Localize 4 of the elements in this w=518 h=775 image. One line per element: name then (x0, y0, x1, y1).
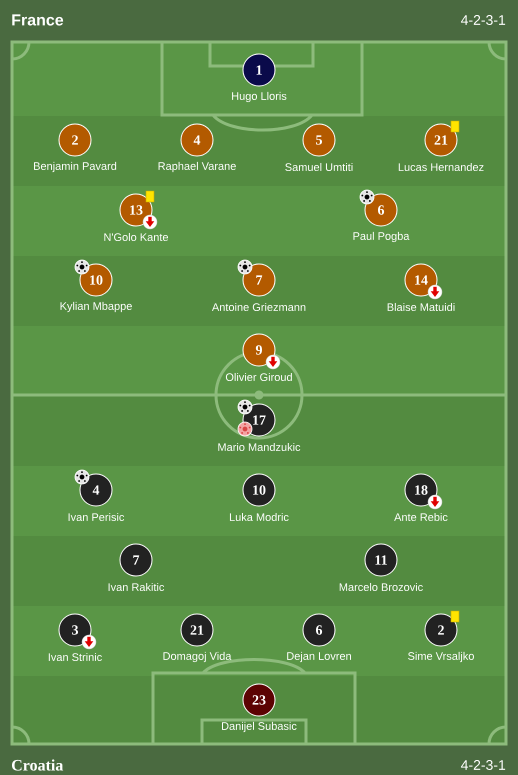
team-name: Croatia (12, 759, 64, 771)
team-name: France (12, 14, 64, 26)
formation-text: 4-2-3-1 (460, 760, 506, 770)
formation-text: 4-2-3-1 (460, 15, 506, 25)
